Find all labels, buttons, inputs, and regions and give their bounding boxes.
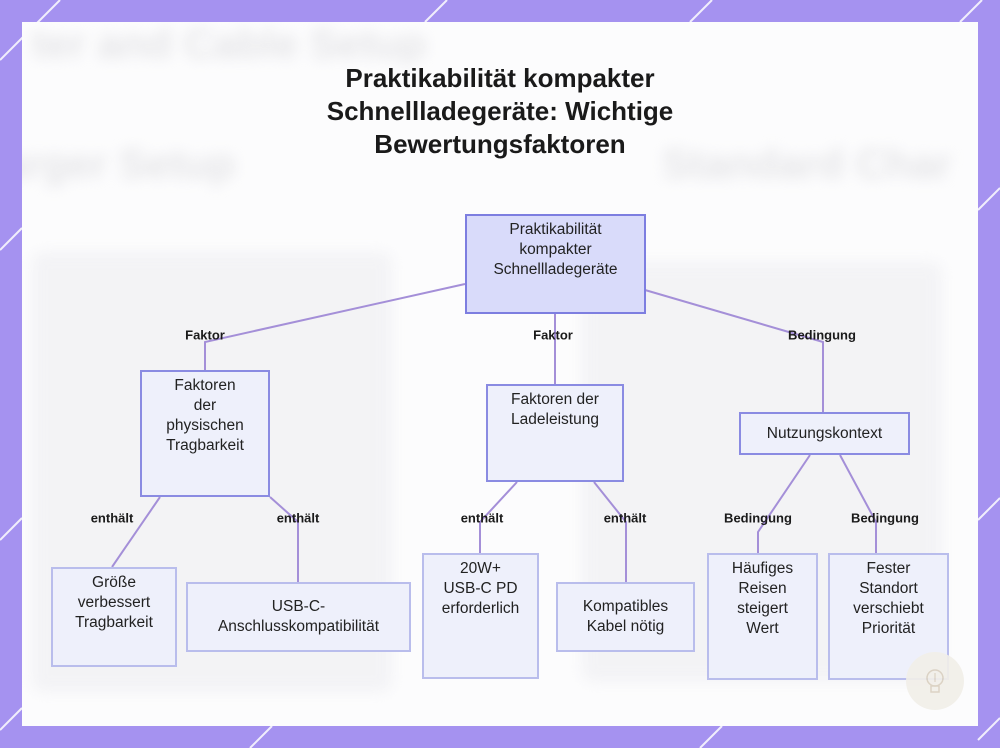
diagram-title: Praktikabilität kompakter Schnellladeger… [22,62,978,161]
title-line-3: Bewertungsfaktoren [374,129,626,159]
title-line-2: Schnellladegeräte: Wichtige [326,96,674,126]
edge-context-travel [757,454,811,553]
node-physical-portability: Faktoren der physischen Tragbarkeit [140,370,270,497]
edge-label-root-physical: Faktor [185,327,225,343]
edge-label-physical-size: enthält [90,510,134,526]
edge-label-context-travel: Bedingung [724,510,792,526]
edge-label-physical-usbc: enthält [276,510,320,526]
edge-charging-cable [593,481,627,582]
node-cable-needed: Kompatibles Kabel nötig [556,582,695,652]
diagram-card: ter and Cable Setup arger Setup Standard… [22,22,978,726]
node-frequent-travel: Häufiges Reisen steigert Wert [707,553,818,680]
edge-root-physical [204,283,466,370]
node-usage-context: Nutzungskontext [739,412,910,455]
edge-root-context [644,289,824,412]
edge-charging-pd [479,481,518,553]
edge-label-context-fixed: Bedingung [851,510,919,526]
node-usbc-compat: USB-C- Anschlusskompatibilität [186,582,411,652]
title-line-1: Praktikabilität kompakter [345,63,655,93]
lightbulb-icon [906,652,964,710]
edge-physical-usbc [269,496,299,582]
edge-label-charging-cable: enthält [603,510,647,526]
node-pd-required: 20W+ USB-C PD erforderlich [422,553,539,679]
node-root: Praktikabilität kompakter Schnellladeger… [465,214,646,314]
node-size: Größe verbessert Tragbarkeit [51,567,177,667]
node-charging-performance: Faktoren der Ladeleistung [486,384,624,482]
edge-layer [111,283,877,582]
edge-physical-size [111,496,161,568]
edge-label-root-charging: Faktor [533,327,573,343]
edge-label-charging-pd: enthält [460,510,504,526]
edge-context-fixed [839,454,877,553]
edge-label-root-context: Bedingung [788,327,856,343]
